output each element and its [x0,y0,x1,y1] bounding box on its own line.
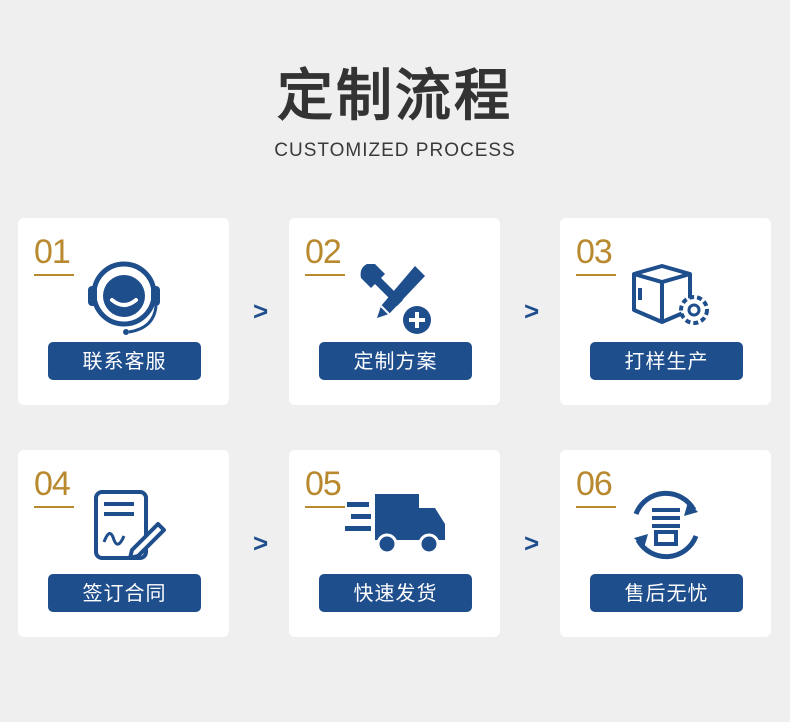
step-number: 05 [305,464,365,510]
step-label: 打样生产 [590,342,743,380]
step-label: 定制方案 [319,342,472,380]
step-card-01: 01 联系客服 [18,218,229,405]
delivery-truck-icon [344,494,445,555]
step-number: 04 [34,464,94,510]
arrow-right-icon: > [253,296,269,326]
arrow-right-icon: > [524,528,540,558]
step-number: 03 [576,232,636,278]
step-number: 06 [576,464,636,510]
step-card-05: 05 快速发货 [289,450,500,637]
step-card-04: 04 签订合同 [18,450,229,637]
arrow-right-icon: > [253,528,269,558]
page-title: 定制流程 [277,64,513,129]
step-card-03: 03 打样生产 [560,218,771,405]
tools-plus-icon [360,264,431,334]
step-label: 售后无忧 [590,574,743,612]
step-number: 02 [305,232,365,278]
contract-sign-icon [93,490,166,560]
box-gear-icon [631,264,709,325]
step-card-06: 06 售后无忧 [560,450,771,637]
after-sales-cycle-icon [633,490,698,560]
page-subtitle: CUSTOMIZED PROCESS [274,140,516,161]
step-label: 快速发货 [319,574,472,612]
step-card-02: 02 定制方案 [289,218,500,405]
step-label: 联系客服 [48,342,201,380]
step-number: 01 [34,232,94,278]
headset-icon [87,261,160,335]
arrow-right-icon: > [524,296,540,326]
step-label: 签订合同 [48,574,201,612]
